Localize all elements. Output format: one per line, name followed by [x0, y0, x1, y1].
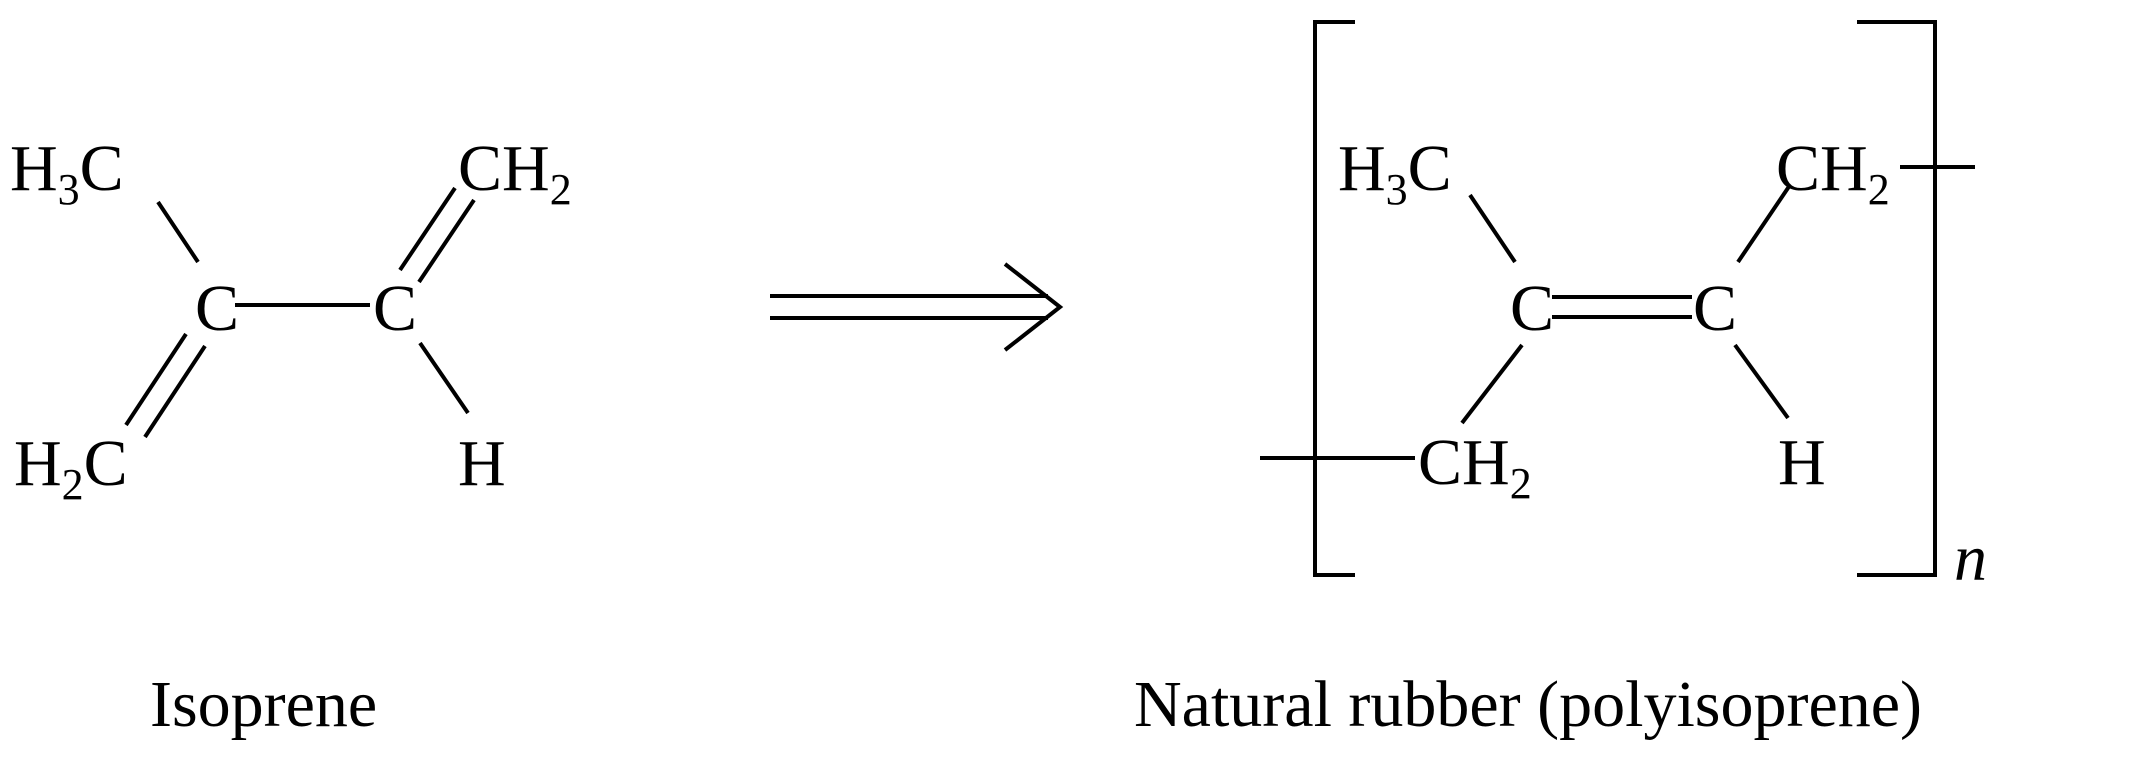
polyisoprene-structure: H3C CH2 C C CH2 H n Natural rubber (poly… [1134, 20, 1987, 741]
isoprene-carbon-1-label: C [195, 272, 239, 345]
isoprene-methyl-label: H3C [10, 132, 124, 214]
double-bond-c2-ch2-b [417, 198, 476, 284]
isoprene-carbon-2-label: C [373, 272, 417, 345]
isoprene-structure: H3C CH2 C C H2C H Isoprene [10, 132, 572, 741]
double-bond-c1-h2c-b [143, 344, 207, 439]
double-line-arrow-icon [770, 262, 1064, 352]
rubber-methylene-top-label: CH2 [1776, 132, 1890, 214]
rubber-hydrogen-label: H [1778, 426, 1826, 499]
bond-methyl-c1 [156, 200, 200, 264]
polyisoprene-caption: Natural rubber (polyisoprene) [1134, 668, 1922, 741]
bond-methyl-c1 [1468, 193, 1517, 264]
isoprene-methylene-top-label: CH2 [458, 132, 572, 214]
arrow-head [1003, 262, 1064, 352]
bond-c2-h [418, 341, 470, 415]
isoprene-hydrogen-label: H [458, 427, 506, 500]
repeat-unit-subscript: n [1954, 522, 1987, 595]
bond-c2-h [1733, 343, 1790, 420]
double-bond-c1-h2c-a [124, 332, 188, 427]
isoprene-methylene-bottom-label: H2C [14, 427, 128, 509]
rubber-methyl-label: H3C [1338, 132, 1452, 214]
right-bracket [1857, 20, 1937, 577]
bond-c2-ch2 [1736, 183, 1792, 264]
rubber-methylene-bottom-label: CH2 [1418, 426, 1532, 508]
rubber-carbon-1-label: C [1510, 272, 1554, 345]
isoprene-caption: Isoprene [150, 668, 377, 741]
rubber-carbon-2-label: C [1693, 272, 1737, 345]
left-bracket [1313, 20, 1355, 577]
bond-c1-ch2 [1460, 343, 1524, 425]
double-bond-c2-ch2-a [398, 186, 457, 272]
